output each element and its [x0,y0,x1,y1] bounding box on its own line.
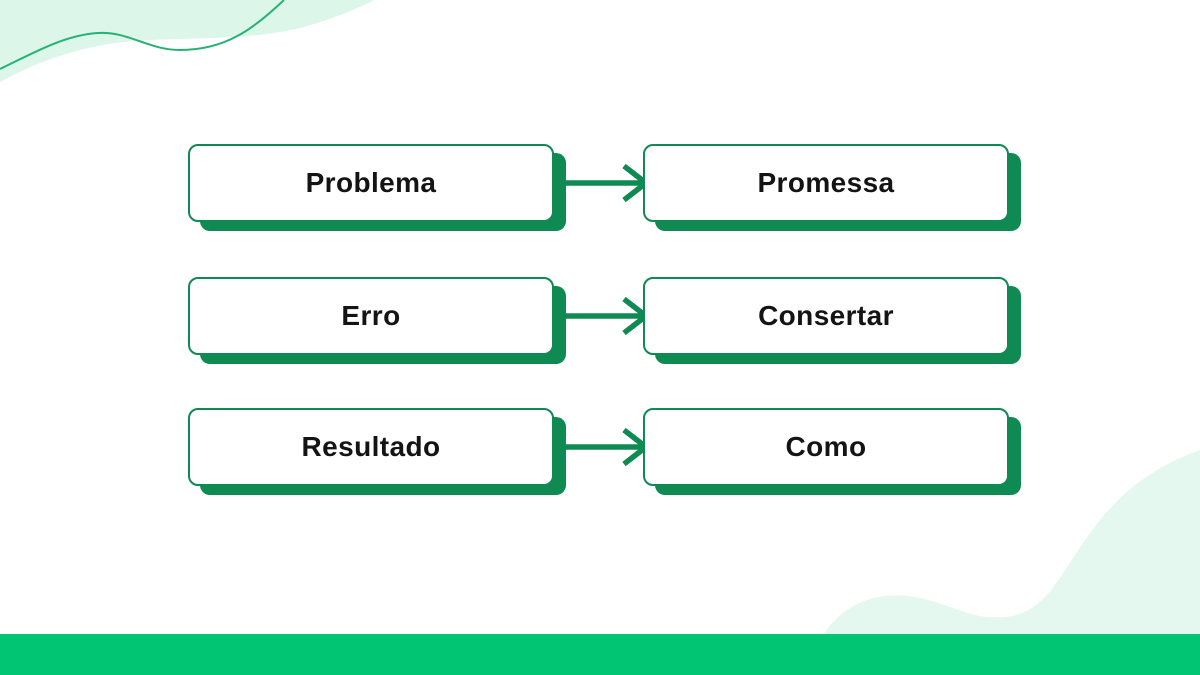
diagram-row: Resultado Como [0,408,1200,486]
box-label: Resultado [301,431,441,462]
box-erro: Erro [188,277,554,355]
arrow-right-icon [558,427,651,467]
arrow-right-icon [558,296,651,336]
box-label: Consertar [758,300,894,331]
box-como: Como [643,408,1009,486]
box-label: Como [785,431,867,462]
box-promessa: Promessa [643,144,1009,222]
box-label: Promessa [757,167,895,198]
mint-blob-shape [0,0,374,82]
box-label: Erro [341,300,401,331]
box-resultado: Resultado [188,408,554,486]
box-problema: Problema [188,144,554,222]
diagram-row: Erro Consertar [0,277,1200,355]
box-label: Problema [305,167,437,198]
arrow-right-icon [558,163,651,203]
curve-line-decoration [0,0,285,70]
bottom-bar-decoration [0,634,1200,675]
top-left-blob-decoration [0,0,374,82]
box-consertar: Consertar [643,277,1009,355]
diagram-row: Problema Promessa [0,144,1200,222]
